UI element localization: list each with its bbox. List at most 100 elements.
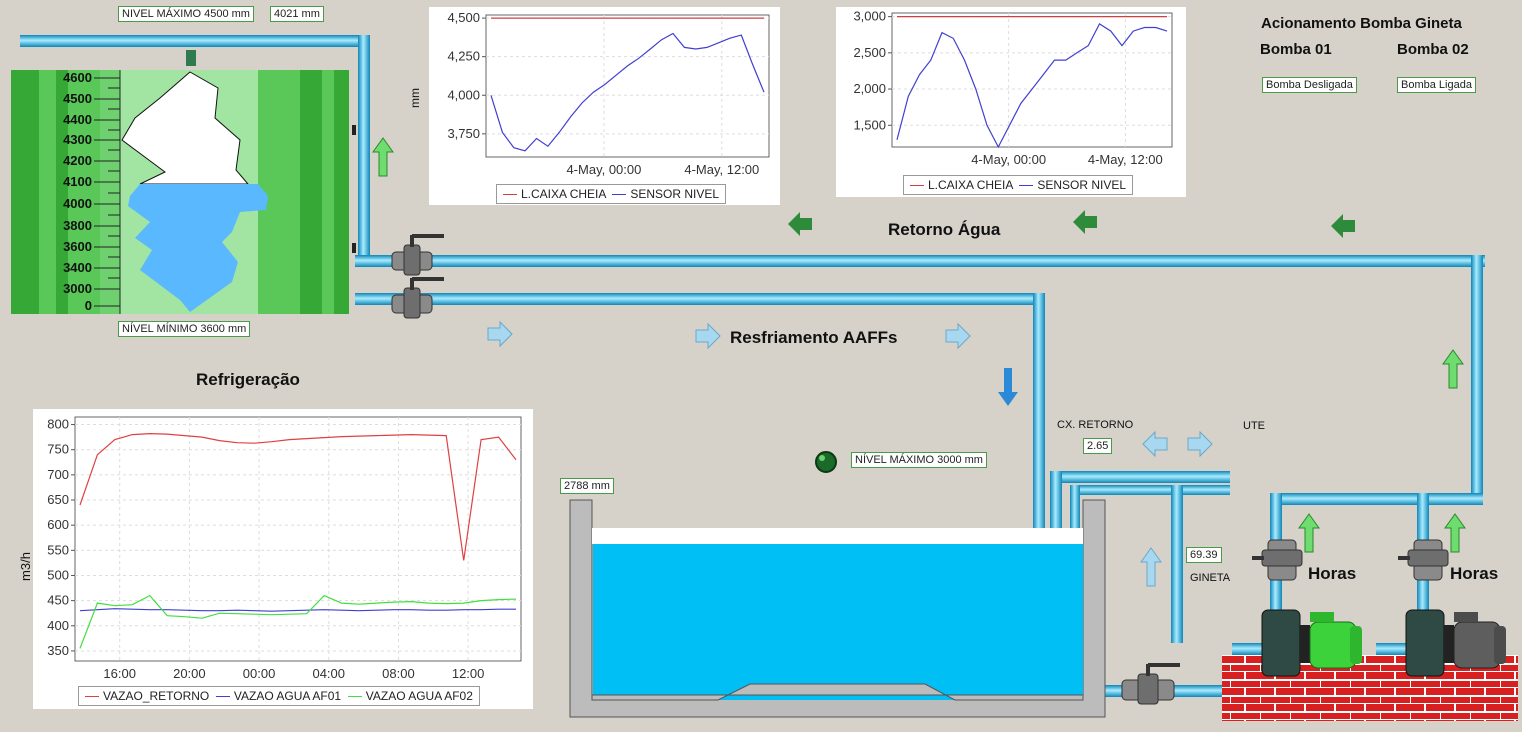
arrow-left-2-icon xyxy=(1073,210,1097,234)
gineta-label: GINETA xyxy=(1190,572,1231,584)
y-tick-label: 4,250 xyxy=(447,49,480,64)
scale-label: 4000 xyxy=(63,196,92,211)
y-tick-label: 700 xyxy=(47,467,69,482)
arrow-up-return-icon xyxy=(1442,349,1464,389)
chart-panel-1: 4,500 4,250 4,000 3,750 4-May, 00:00 4-May, 1… xyxy=(408,7,780,205)
resfriamento-label: Resfriamento AAFFs xyxy=(730,328,898,347)
plot-area xyxy=(891,12,1173,148)
legend-item: L.CAIXA CHEIA xyxy=(910,178,1013,192)
arrow-up-bomba02-icon xyxy=(1444,513,1466,553)
arrow-right-ute-icon xyxy=(1187,430,1213,458)
scale-label: 4600 xyxy=(63,70,92,85)
valve-bomba01-icon[interactable] xyxy=(1252,539,1303,581)
chart-2-legend: L.CAIXA CHEIA SENSOR NIVEL xyxy=(903,175,1134,195)
arrow-up-bomba01-icon xyxy=(1298,513,1320,553)
horas1-label: Horas xyxy=(1308,564,1357,583)
series-line xyxy=(896,23,1168,149)
scale-label: 4500 xyxy=(63,91,92,106)
reservoir xyxy=(569,499,1106,718)
legend-item: SENSOR NIVEL xyxy=(612,187,719,201)
bomba02-status[interactable]: Bomba Ligada xyxy=(1397,77,1476,93)
legend-item: VAZAO AGUA AF01 xyxy=(215,689,341,703)
x-tick-label: 12:00 xyxy=(452,666,485,681)
valve-bomba02-icon[interactable] xyxy=(1398,539,1449,581)
cx-retorno-label: CX. RETORNO xyxy=(1057,419,1134,431)
valve-resfriamento-icon[interactable] xyxy=(391,277,444,319)
scale-label: 0 xyxy=(84,298,92,313)
y-tick-label: 400 xyxy=(47,618,69,633)
pump-02-icon[interactable] xyxy=(1405,609,1506,677)
y-tick-label: 450 xyxy=(47,593,69,608)
chart-1-legend: L.CAIXA CHEIA SENSOR NIVEL xyxy=(496,184,727,204)
tank-max-label: NIVEL MÁXIMO 4500 mm xyxy=(118,6,254,22)
y-tick-label: 800 xyxy=(47,417,69,432)
reservoir-level-value: 2788 mm xyxy=(560,478,614,494)
scale-label: 4300 xyxy=(63,132,92,147)
tank-gauge xyxy=(11,50,356,314)
arrow-up-tank-icon xyxy=(372,137,394,177)
scale-label: 3600 xyxy=(63,239,92,254)
arrow-right-3-icon xyxy=(945,322,971,350)
flow-arrows xyxy=(372,137,1466,587)
y-tick-label: 3,750 xyxy=(447,126,480,141)
arrow-down-icon xyxy=(998,368,1018,406)
tank-water-level xyxy=(128,184,268,312)
acionamento-title: Acionamento Bomba Gineta xyxy=(1261,15,1462,32)
arrow-up-gineta-icon xyxy=(1140,547,1162,587)
chart-3-legend: VAZAO_RETORNO VAZAO AGUA AF01 VAZAO AGUA… xyxy=(78,686,480,706)
x-tick-label: 4-May, 12:00 xyxy=(684,162,759,177)
y-tick-label: 600 xyxy=(47,517,69,532)
scale-label: 3800 xyxy=(63,218,92,233)
legend-item: L.CAIXA CHEIA xyxy=(503,187,606,201)
arrow-left-3-icon xyxy=(1331,214,1355,238)
x-tick-label: 16:00 xyxy=(103,666,136,681)
y-tick-label: 2,000 xyxy=(853,81,886,96)
tank-level-value: 4021 mm xyxy=(270,6,324,22)
legend-item: VAZAO AGUA AF02 xyxy=(347,689,473,703)
scale-label: 4400 xyxy=(63,112,92,127)
arrow-right-1-icon xyxy=(487,320,513,348)
y-tick-label: 550 xyxy=(47,542,69,557)
arrow-left-cx-icon xyxy=(1142,430,1168,458)
chart-1-ylabel: mm xyxy=(408,88,422,108)
y-tick-label: 500 xyxy=(47,567,69,582)
x-tick-label: 4-May, 00:00 xyxy=(566,162,641,177)
valve-reservoir-icon[interactable] xyxy=(1121,663,1180,705)
scale-label: 3000 xyxy=(63,281,92,296)
y-tick-label: 4,000 xyxy=(447,87,480,102)
bomba01-status[interactable]: Bomba Desligada xyxy=(1262,77,1357,93)
tank-scale: 4600 4500 4400 4300 4200 4100 4000 3800 … xyxy=(40,70,92,320)
tank-scale-ticks xyxy=(94,77,120,307)
x-tick-label: 08:00 xyxy=(382,666,415,681)
arrow-right-2-icon xyxy=(695,322,721,350)
y-tick-label: 650 xyxy=(47,492,69,507)
y-tick-label: 4,500 xyxy=(447,10,480,25)
arrow-left-1-icon xyxy=(788,212,812,236)
y-tick-label: 3,000 xyxy=(853,9,886,24)
status-lamp-icon xyxy=(815,451,837,473)
y-tick-label: 2,500 xyxy=(853,45,886,60)
refrigeracao-label: Refrigeração xyxy=(196,370,300,389)
legend-item: SENSOR NIVEL xyxy=(1019,178,1126,192)
scale-label: 4200 xyxy=(63,153,92,168)
y-tick-label: 1,500 xyxy=(853,117,886,132)
reservoir-water xyxy=(593,544,1083,700)
valve-retorno-icon[interactable] xyxy=(391,234,444,276)
chart-1: 4,500 4,250 4,000 3,750 4-May, 00:00 4-May, 1… xyxy=(447,10,770,177)
reservoir-max-label: NÍVEL MÁXIMO 3000 mm xyxy=(851,452,987,468)
chart-3-ylabel: m3/h xyxy=(17,552,33,581)
cx-retorno-value: 2.65 xyxy=(1083,438,1113,454)
x-tick-label: 00:00 xyxy=(243,666,276,681)
ute-label: UTE xyxy=(1243,420,1265,432)
legend-item: VAZAO_RETORNO xyxy=(85,689,209,703)
bomba02-label: Bomba 02 xyxy=(1397,41,1469,58)
pump-01-icon[interactable] xyxy=(1261,609,1362,677)
x-tick-label: 04:00 xyxy=(312,666,345,681)
y-tick-label: 750 xyxy=(47,442,69,457)
scale-label: 4100 xyxy=(63,174,92,189)
y-tick-label: 350 xyxy=(47,643,69,658)
